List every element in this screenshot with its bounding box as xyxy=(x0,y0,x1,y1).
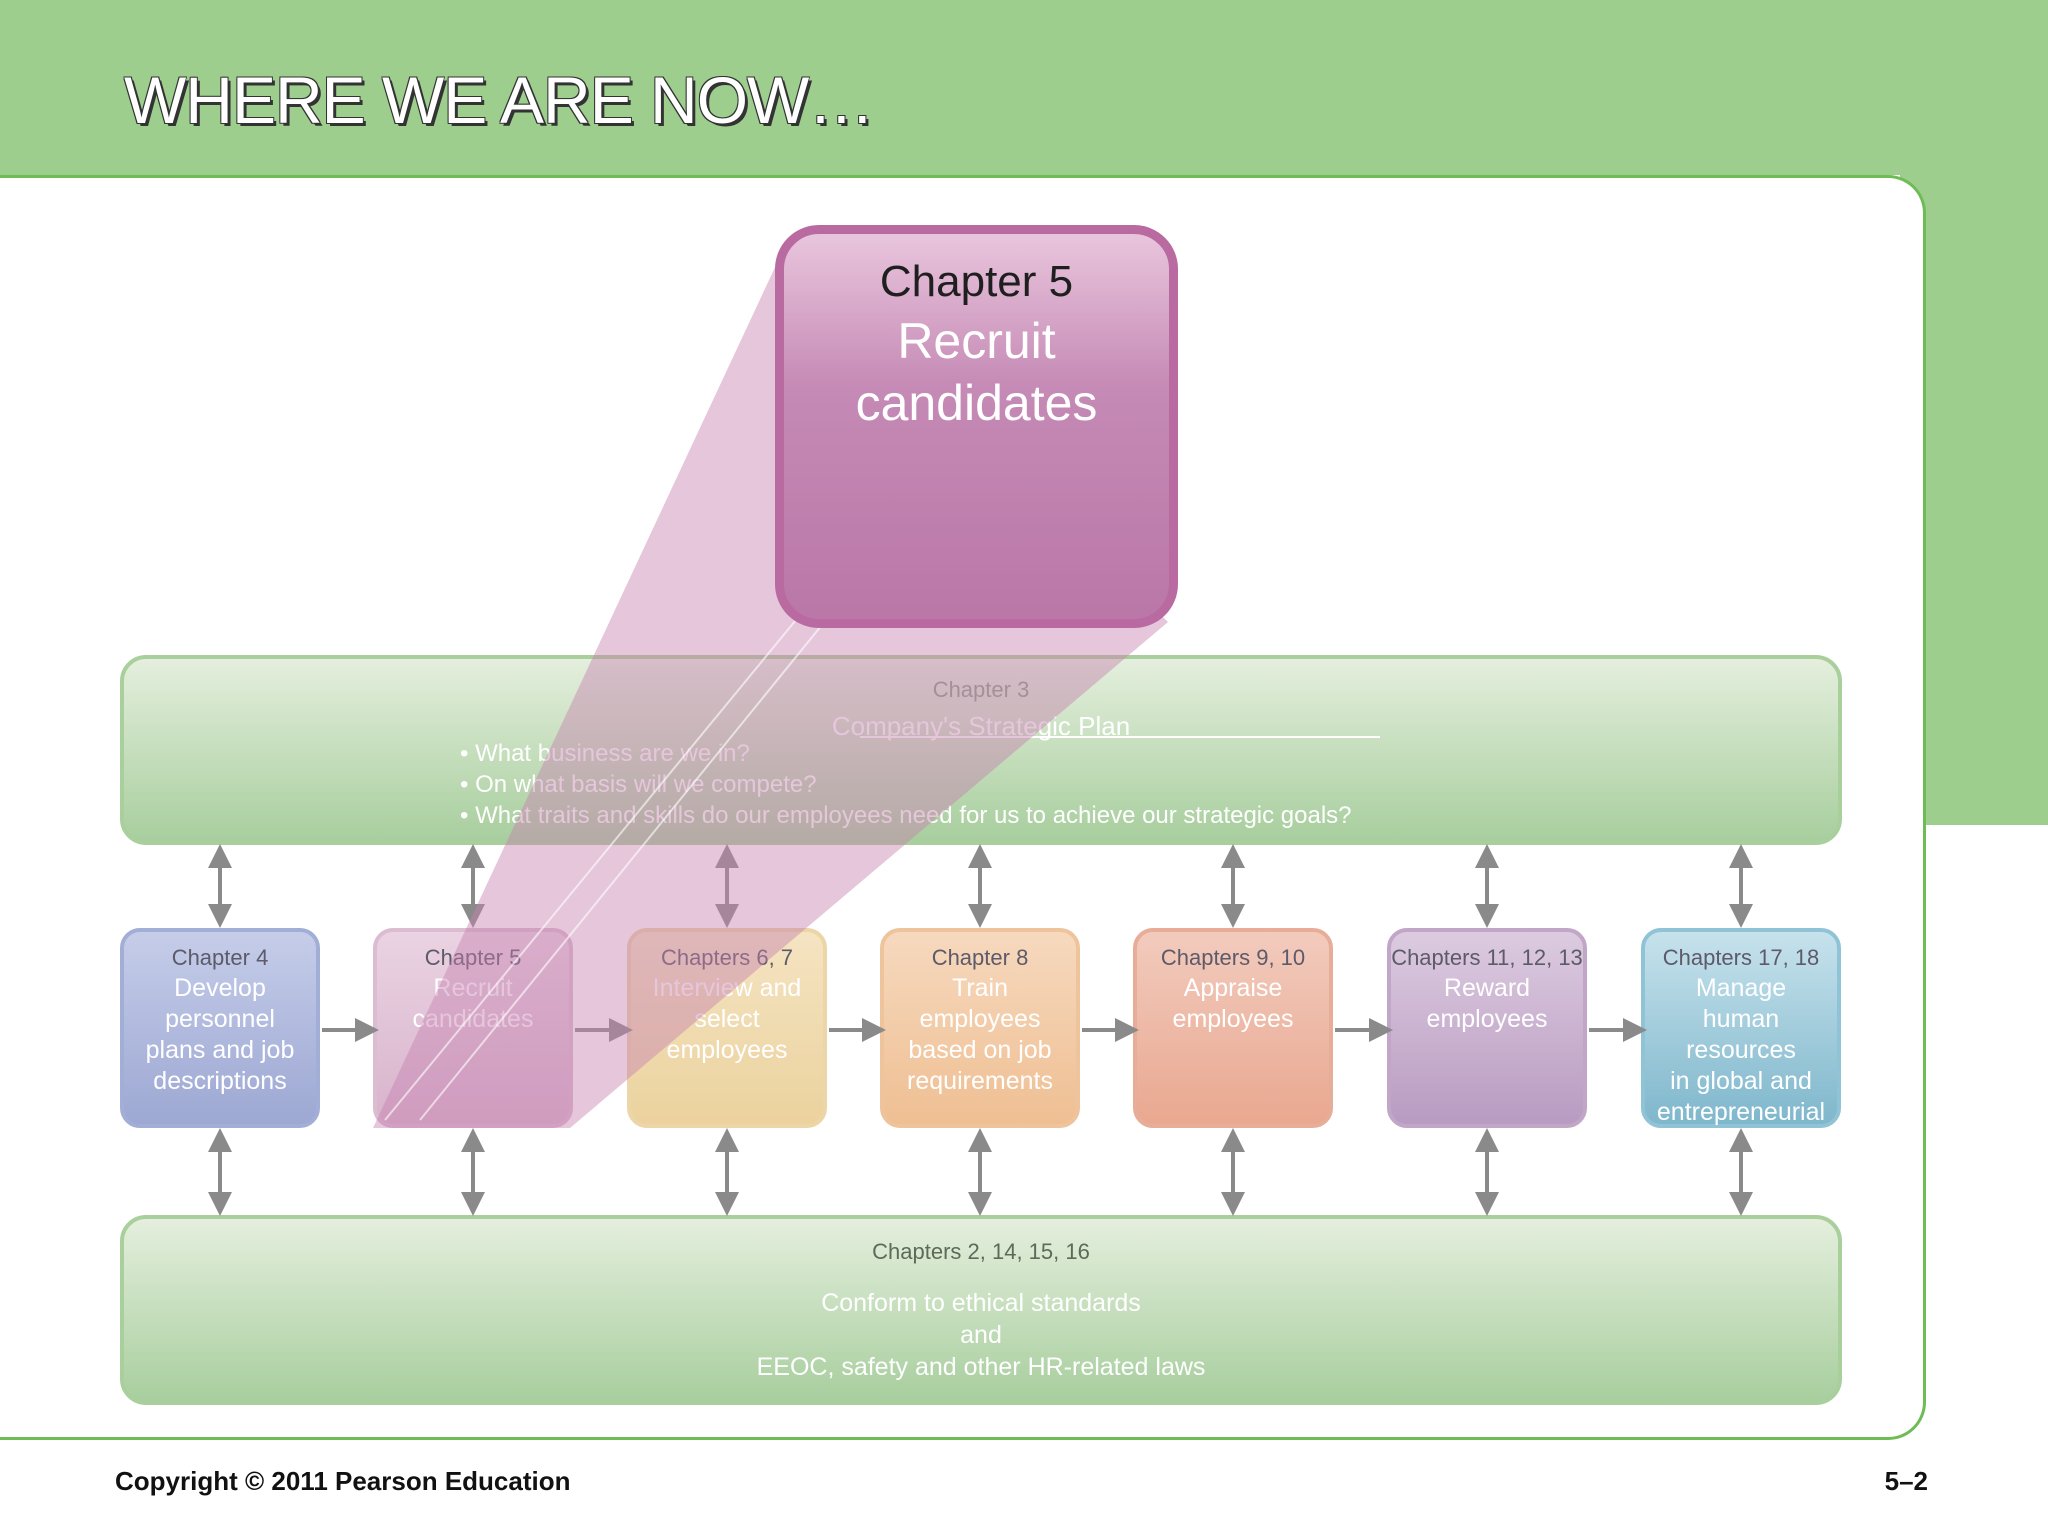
legal-compliance-line3: EEOC, safety and other HR-related laws xyxy=(756,1353,1206,1381)
highlighted-chapter5-box: Chapter 5 Recruit candidates xyxy=(775,225,1178,628)
header-bar xyxy=(0,0,2048,175)
highlight-line2: candidates xyxy=(855,375,1098,431)
step-line: Interview and xyxy=(652,974,802,1002)
step-line: based on job xyxy=(908,1036,1052,1064)
step-chapter: Chapter 8 xyxy=(931,945,1029,970)
legal-compliance-line2: and xyxy=(960,1321,1002,1349)
step-line: plans and job xyxy=(145,1036,295,1064)
step-line: select xyxy=(694,1005,760,1033)
bullet-2: • On what basis will we compete? xyxy=(460,771,817,798)
step-line: Manage xyxy=(1695,974,1787,1002)
step-chapter: Chapters 9, 10 xyxy=(1160,945,1306,970)
strategic-plan-band: Chapter 3 Company's Strategic Plan xyxy=(120,655,1842,845)
copyright-text: Copyright © 2011 Pearson Education xyxy=(115,1466,571,1496)
legal-compliance-band: Chapters 2, 14, 15, 16 Conform to ethica… xyxy=(120,1215,1842,1405)
highlight-line1: Recruit xyxy=(897,313,1056,369)
step-chapter: Chapter 4 xyxy=(171,945,269,970)
step-appraise: Chapters 9, 10 Appraise employees xyxy=(1133,928,1333,1128)
step-chapter: Chapters 6, 7 xyxy=(660,945,794,970)
step-line: Appraise xyxy=(1183,974,1283,1002)
step-line: personnel xyxy=(165,1005,275,1033)
step-line: employees xyxy=(919,1005,1041,1033)
bullet-1: • What business are we in? xyxy=(460,740,750,767)
step-manage-global: Chapters 17, 18 Manage human resources i… xyxy=(1641,928,1841,1157)
step-line: Develop xyxy=(174,974,266,1002)
step-develop-plans: Chapter 4 Develop personnel plans and jo… xyxy=(120,928,320,1128)
step-line: Train xyxy=(951,974,1009,1002)
step-line: human resources xyxy=(1686,1005,1796,1064)
step-chapter: Chapters 17, 18 xyxy=(1662,945,1820,970)
beam-edge-line xyxy=(384,614,801,1121)
step-train: Chapter 8 Train employees based on job r… xyxy=(880,928,1080,1128)
step-reward: Chapters 11, 12, 13 Reward employees xyxy=(1387,928,1587,1128)
step-line: candidates xyxy=(412,1005,534,1033)
step-interview-select: Chapters 6, 7 Interview and select emplo… xyxy=(627,928,827,1128)
strategic-plan-chapter: Chapter 3 xyxy=(932,677,1030,702)
step-chapter: Chapters 11, 12, 13 xyxy=(1391,945,1583,970)
step-line: descriptions xyxy=(153,1067,287,1095)
strategic-plan-bullets: • What business are we in? • On what bas… xyxy=(460,738,1460,831)
bullet-3: • What traits and skills do our employee… xyxy=(460,802,1352,829)
legal-compliance-chapter: Chapters 2, 14, 15, 16 xyxy=(872,1239,1090,1264)
beam-edge-line xyxy=(419,614,831,1121)
step-line: requirements xyxy=(907,1067,1053,1095)
step-line: employees xyxy=(1426,1005,1548,1033)
legal-compliance-line1: Conform to ethical standards xyxy=(821,1289,1141,1317)
highlight-chapter: Chapter 5 xyxy=(879,257,1074,306)
slide-title: WHERE WE ARE NOW… xyxy=(124,63,874,137)
page-number: 5–2 xyxy=(1884,1466,1928,1496)
step-line: Reward xyxy=(1443,974,1531,1002)
step-line: Recruit xyxy=(433,974,513,1002)
step-chapter: Chapter 5 xyxy=(424,945,522,970)
step-line: employees xyxy=(666,1036,788,1064)
step-line: entrepreneurial xyxy=(1656,1098,1826,1126)
strategic-plan-underline xyxy=(860,736,1380,738)
step-line: employees xyxy=(1172,1005,1294,1033)
step-line: in global and xyxy=(1670,1067,1812,1095)
